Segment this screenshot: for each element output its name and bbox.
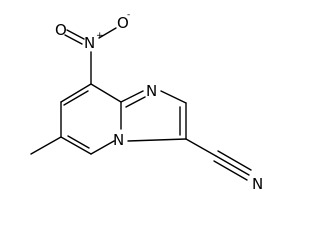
bond-c3-n4 xyxy=(127,138,187,142)
atom-labels: O N + O - N N N xyxy=(55,10,263,193)
bond-nitrile-triple-c xyxy=(213,160,248,181)
atom-n-nitro: N xyxy=(84,34,95,52)
bond-nitrile-triple-a xyxy=(215,155,250,176)
atom-n-imidazole: N xyxy=(146,82,157,100)
bond-c5-n4 xyxy=(90,140,115,155)
bond-n1-c2 xyxy=(160,90,187,104)
atom-o-left: O xyxy=(55,21,67,39)
bond-n-o-left-double xyxy=(64,34,83,45)
bond-c8a-c8 xyxy=(90,83,122,103)
bond-c8a-n1-double xyxy=(125,96,146,108)
chemical-structure-diagram: O N + O - N N N xyxy=(30,10,263,193)
atom-n-nitrile: N xyxy=(252,175,263,193)
nitro-n-charge: + xyxy=(96,31,104,41)
bond-methyl xyxy=(30,136,62,155)
bond-c8a-n1 xyxy=(120,90,144,103)
bond-n-o-left xyxy=(66,29,85,40)
nitro-o-charge: - xyxy=(127,10,130,20)
bond-c8-c7 xyxy=(60,83,92,103)
bond-nitrile-triple-b xyxy=(217,150,252,171)
atom-o-right: O xyxy=(117,14,129,32)
bond-c6-c5 xyxy=(60,136,92,155)
bond-c8-c7-double xyxy=(63,90,89,106)
bond-c6-c5-double xyxy=(67,135,90,149)
bonds xyxy=(30,27,252,181)
bond-c3-cn xyxy=(185,138,217,157)
bond-n-o-right xyxy=(98,27,117,39)
atom-n-bridgehead: N xyxy=(113,131,124,149)
